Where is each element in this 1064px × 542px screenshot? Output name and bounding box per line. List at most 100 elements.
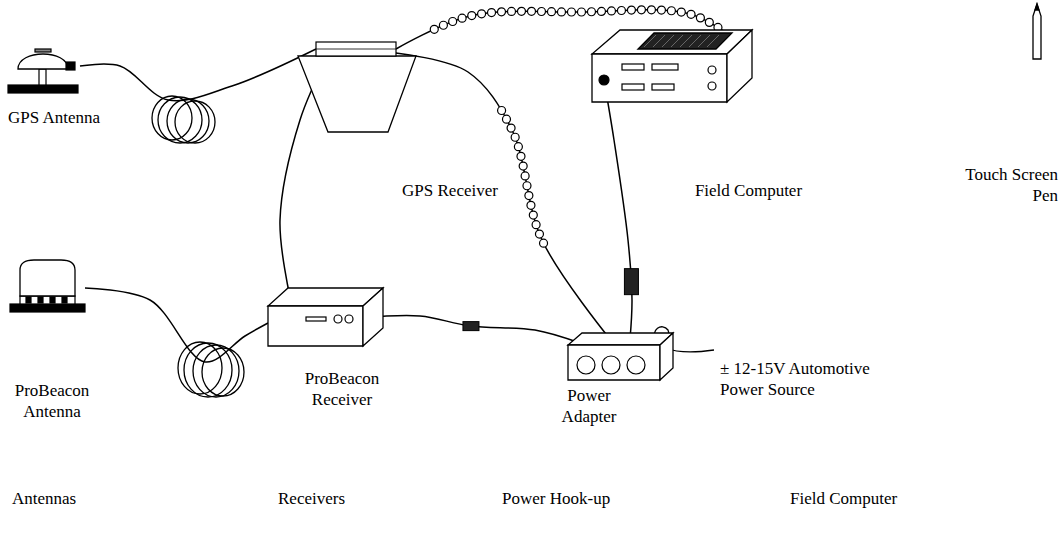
outline [638, 33, 732, 49]
coil-bead [517, 152, 525, 160]
detail [652, 84, 674, 90]
device-icon [592, 30, 752, 102]
device-node: Power Adapter [568, 333, 673, 381]
coil-bead [523, 182, 531, 190]
power-source-label: ± 12-15V Automotive Power Source [718, 358, 900, 401]
detail [708, 82, 716, 90]
screen-hatch [680, 35, 692, 47]
coil-bead [617, 6, 625, 14]
device-icon [568, 333, 673, 381]
coil-bead [540, 239, 548, 247]
outline [20, 260, 75, 296]
detail [306, 317, 326, 321]
detail [316, 42, 396, 56]
outline [1033, 4, 1041, 59]
coil-bead [525, 192, 533, 200]
cable [85, 288, 268, 362]
outline [727, 30, 752, 102]
coil-bead [687, 10, 695, 18]
section-heading: Field Computer [788, 488, 899, 509]
cable [361, 316, 580, 343]
coil-bead [468, 12, 476, 20]
outline [592, 30, 752, 54]
coil-bead [517, 7, 525, 15]
coil-bead [705, 18, 713, 26]
coil-bead [535, 230, 543, 238]
coil-bead [449, 18, 457, 26]
coil-bead [458, 14, 466, 22]
coil-bead [507, 7, 515, 15]
coil-bead [439, 21, 447, 29]
device-node: GPS Antenna [8, 45, 80, 95]
device-label: Power Adapter [546, 385, 632, 428]
screen-hatch [653, 35, 665, 47]
coil-bead [577, 8, 585, 16]
coil-bead [511, 133, 519, 141]
coil-bead [532, 221, 540, 229]
coil-bead [498, 106, 506, 114]
coil-bead [514, 143, 522, 151]
screen-hatch [698, 35, 710, 47]
outline [660, 333, 673, 380]
detail [627, 356, 645, 374]
ferrite-block [624, 269, 638, 295]
detail [316, 49, 396, 50]
detail [38, 297, 43, 303]
detail [20, 296, 75, 304]
detail [35, 49, 51, 52]
outline [363, 288, 383, 346]
screen-hatch [689, 35, 701, 47]
outline [18, 54, 68, 69]
detail [39, 69, 46, 87]
outline [568, 333, 673, 345]
detail [622, 84, 644, 90]
coil-bead [547, 8, 555, 16]
device-node: Field Computer [592, 30, 752, 102]
coil-bead [497, 8, 505, 16]
coil-bead [527, 201, 535, 209]
outline [592, 54, 727, 102]
detail [708, 66, 716, 74]
screen-hatch [662, 35, 674, 47]
coil-bead [627, 6, 635, 14]
device-label: Touch Screen Pen [958, 164, 1060, 207]
coil-bead [529, 211, 537, 219]
detail [50, 297, 55, 303]
device-node: ProBeacon Receiver [268, 288, 383, 346]
device-icon [268, 288, 383, 346]
coil-bead [527, 7, 535, 15]
device-label: GPS Antenna [4, 107, 104, 128]
ferrite-block [463, 322, 479, 331]
screen-hatch [644, 35, 656, 47]
cable [604, 80, 632, 339]
coil-bead [488, 9, 496, 17]
detail [599, 75, 609, 85]
detail [10, 304, 85, 312]
cable-coil [152, 96, 215, 143]
section-heading: Antennas [10, 488, 78, 509]
device-icon [10, 258, 85, 313]
outline [1035, 4, 1039, 10]
detail [345, 315, 353, 323]
device-icon [1028, 4, 1046, 59]
coil-bead [587, 8, 595, 16]
device-icon [8, 45, 80, 95]
outline [568, 345, 660, 380]
coil-bead [430, 25, 438, 33]
coil-bead [557, 8, 565, 16]
coil-bead [567, 8, 575, 16]
device-label: ProBeacon Antenna [4, 380, 100, 423]
section-heading: Receivers [276, 488, 347, 509]
screen-hatch [671, 35, 683, 47]
coil-bead [677, 8, 685, 16]
detail [66, 62, 75, 70]
coil-bead [502, 115, 510, 123]
screen-hatch [707, 35, 719, 47]
coil-bead [607, 7, 615, 15]
device-label: ProBeacon Receiver [294, 368, 390, 411]
outline [268, 306, 363, 346]
coil-bead [521, 172, 529, 180]
outline [298, 56, 416, 132]
cable [80, 49, 316, 101]
